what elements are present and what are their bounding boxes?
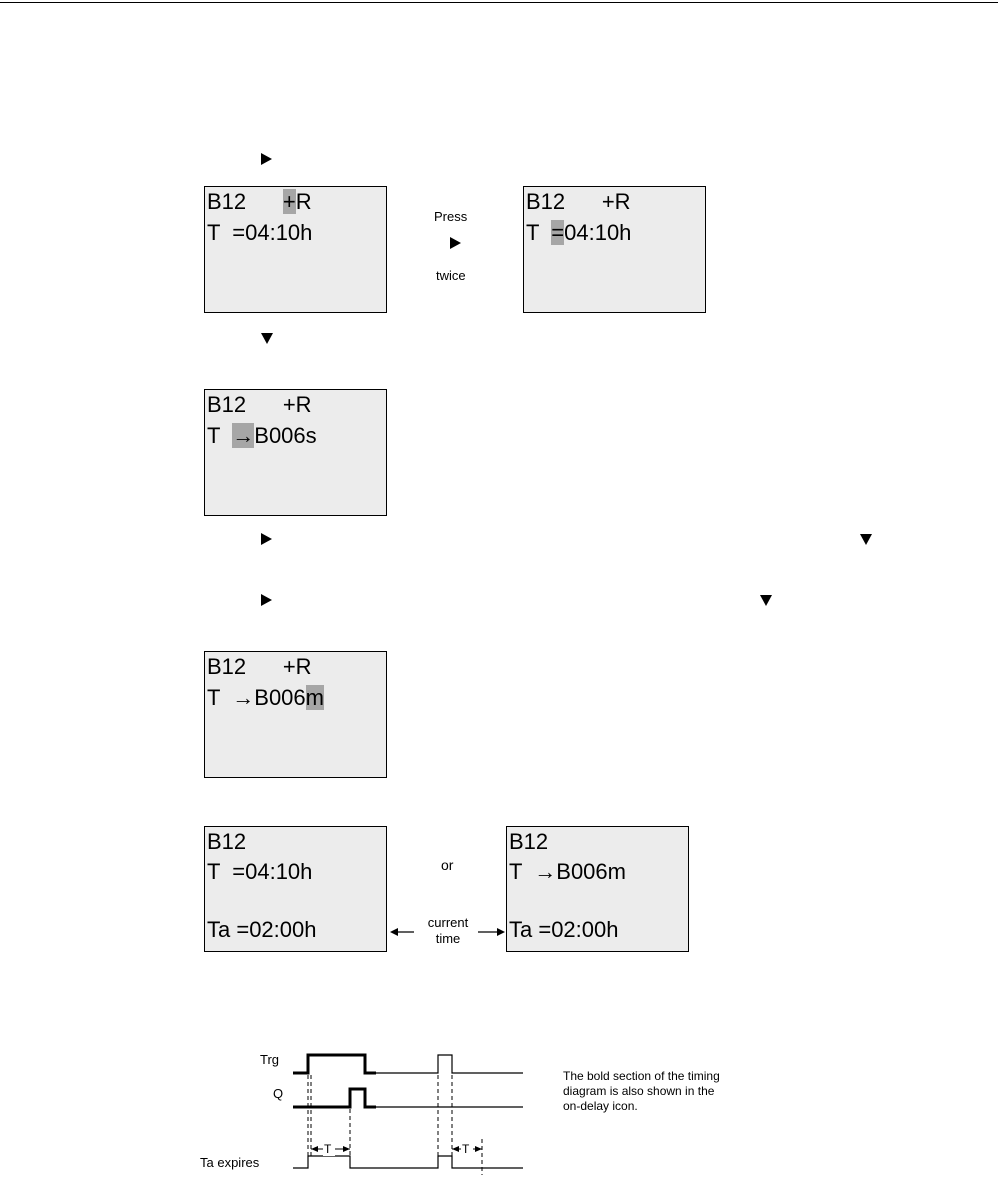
- timing-note: The bold section of the timing diagram i…: [563, 1069, 720, 1113]
- lcd-line-2: T =04:10h: [207, 859, 313, 884]
- timing-diagram: Trg Q Ta expires T T: [200, 1052, 523, 1175]
- down-key-icon: [261, 333, 273, 344]
- trg-label: Trg: [260, 1052, 279, 1067]
- lcd-line-2: T →B006s: [207, 423, 317, 448]
- lcd-line-1: B12: [207, 829, 247, 854]
- lcd-line-1: B12 +R: [207, 654, 312, 679]
- or-label: or: [441, 857, 454, 873]
- right-key-icon: [261, 533, 272, 545]
- lcd-line-2: T →B006m: [509, 859, 626, 884]
- q-label: Q: [273, 1086, 283, 1101]
- lcd-line-1: B12 +R: [526, 189, 631, 214]
- current-time-label: current time: [427, 915, 469, 946]
- lcd-line-1: B12: [509, 829, 549, 854]
- lcd-line-1: B12 +R: [207, 392, 312, 417]
- lcd-screen-2: B12 +R T =04:10h: [523, 186, 706, 313]
- ta-signal: [293, 1155, 523, 1169]
- right-key-icon: [261, 153, 272, 165]
- lcd-line-3: Ta =02:00h: [509, 917, 619, 942]
- t-dimension-label: T: [462, 1142, 470, 1156]
- q-bold-signal: [293, 1087, 376, 1109]
- down-key-icon: [860, 534, 872, 545]
- right-key-icon: [450, 237, 461, 249]
- lcd-screen-3: B12 +R T →B006s: [204, 389, 387, 516]
- lcd-line-2: T =04:10h: [526, 220, 632, 245]
- trg-thin-signal: [376, 1054, 523, 1074]
- lcd-line-1: B12 +R: [207, 189, 312, 214]
- lcd-line-2: T =04:10h: [207, 220, 313, 245]
- lcd-screen-6: B12 T →B006m Ta =02:00h: [506, 826, 689, 952]
- lcd-screen-5: B12 T =04:10h Ta =02:00h: [204, 826, 387, 952]
- twice-label: twice: [436, 268, 466, 283]
- t-dimension-label: T: [324, 1142, 332, 1156]
- lcd-line-2: T →B006m: [207, 685, 324, 710]
- header-rule: [0, 2, 998, 3]
- lcd-line-3: Ta =02:00h: [207, 917, 317, 942]
- lcd-screen-1: B12 +R T =04:10h: [204, 186, 387, 313]
- trg-bold-signal: [293, 1053, 376, 1075]
- down-key-icon: [760, 595, 772, 606]
- press-label: Press: [434, 209, 468, 224]
- current-time-arrows: [390, 928, 505, 936]
- ta-expires-label: Ta expires: [200, 1155, 260, 1170]
- right-key-icon: [261, 594, 272, 606]
- lcd-screen-4: B12 +R T →B006m: [204, 651, 387, 778]
